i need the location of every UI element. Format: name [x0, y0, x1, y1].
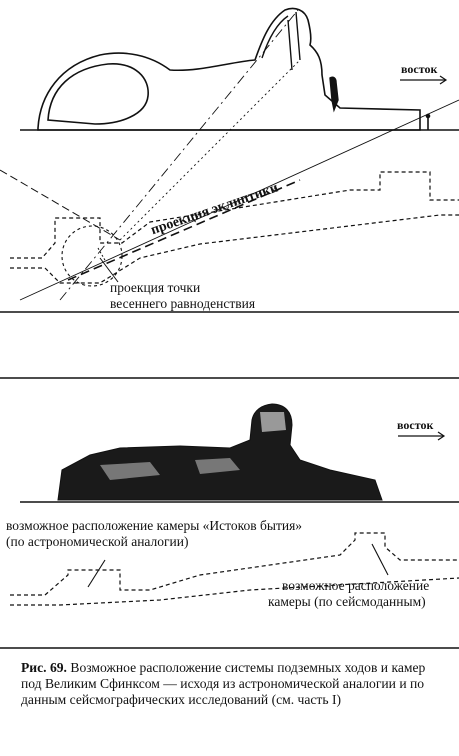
bottom-diagram	[0, 377, 459, 649]
chamber-seismic-label-line1: возможное расположение	[282, 578, 430, 593]
equinox-label-line2: весеннего равноденствия	[110, 296, 256, 311]
figure-caption: Рис. 69. Возможное расположение системы …	[21, 660, 441, 708]
east-label-top: восток	[401, 62, 438, 76]
sphinx-haunch	[47, 63, 149, 125]
sphinx-headdress	[261, 11, 301, 71]
sphinx-outline	[37, 7, 421, 131]
chamber-seismic-label-line2: камеры (по сейсмоданным)	[268, 594, 426, 609]
underground-plan-bottom	[10, 532, 459, 596]
chamber-astro-label-line2: (по астрономической аналогии)	[6, 534, 189, 549]
east-label-bottom: восток	[397, 418, 434, 432]
chamber-astro-label-line1: возможное расположение камеры «Истоков б…	[6, 518, 303, 533]
top-diagram	[0, 7, 459, 313]
equinox-label-line1: проекция точки	[110, 280, 201, 295]
ecliptic-line	[67, 179, 301, 281]
underground-plan-top	[10, 171, 459, 259]
figure-number: Рис. 69.	[21, 660, 67, 675]
caption-text: Возможное расположение системы подземных…	[21, 660, 426, 707]
person-figure	[329, 76, 339, 113]
sphinx-photo-silhouette	[57, 403, 383, 501]
